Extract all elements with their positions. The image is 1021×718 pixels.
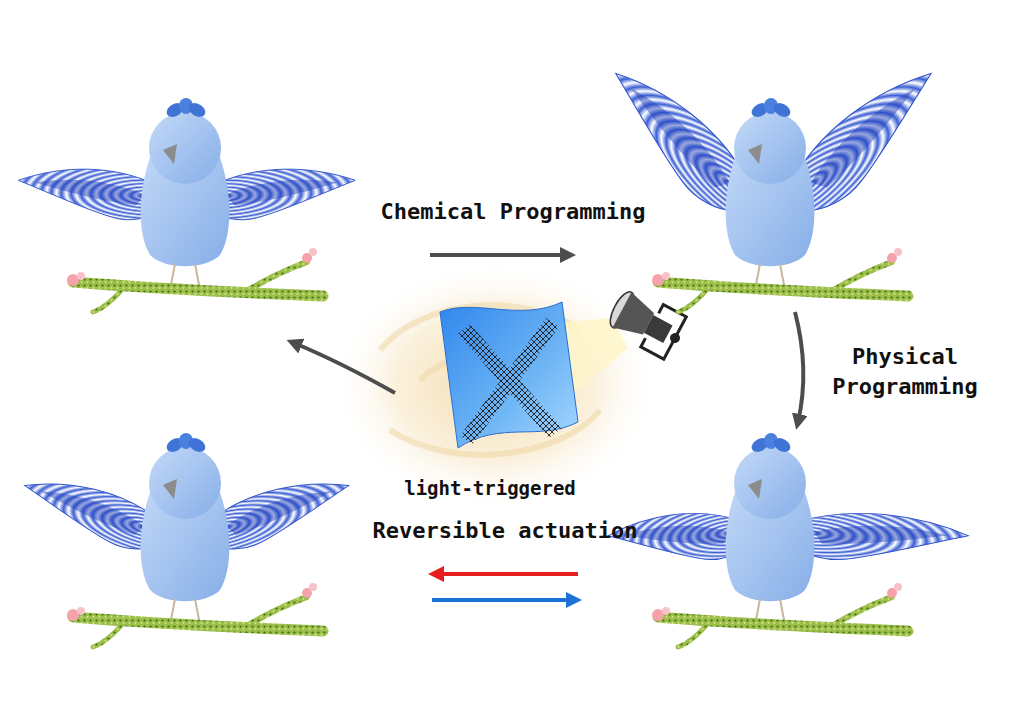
bird-bottom-right (607, 433, 970, 647)
caption-label: Chemical Programming (381, 197, 646, 227)
film-sheet (440, 302, 578, 448)
bird-top-left (17, 98, 356, 312)
bird-top-right (590, 60, 959, 312)
bird-bottom-left (16, 433, 357, 647)
caption-label: Reversible actuation (373, 516, 638, 546)
lamp-symbol (604, 285, 691, 362)
caption-label: light-triggered (404, 476, 576, 502)
caption-label: Physical Programming (818, 342, 993, 401)
process-arrows (294, 255, 803, 600)
